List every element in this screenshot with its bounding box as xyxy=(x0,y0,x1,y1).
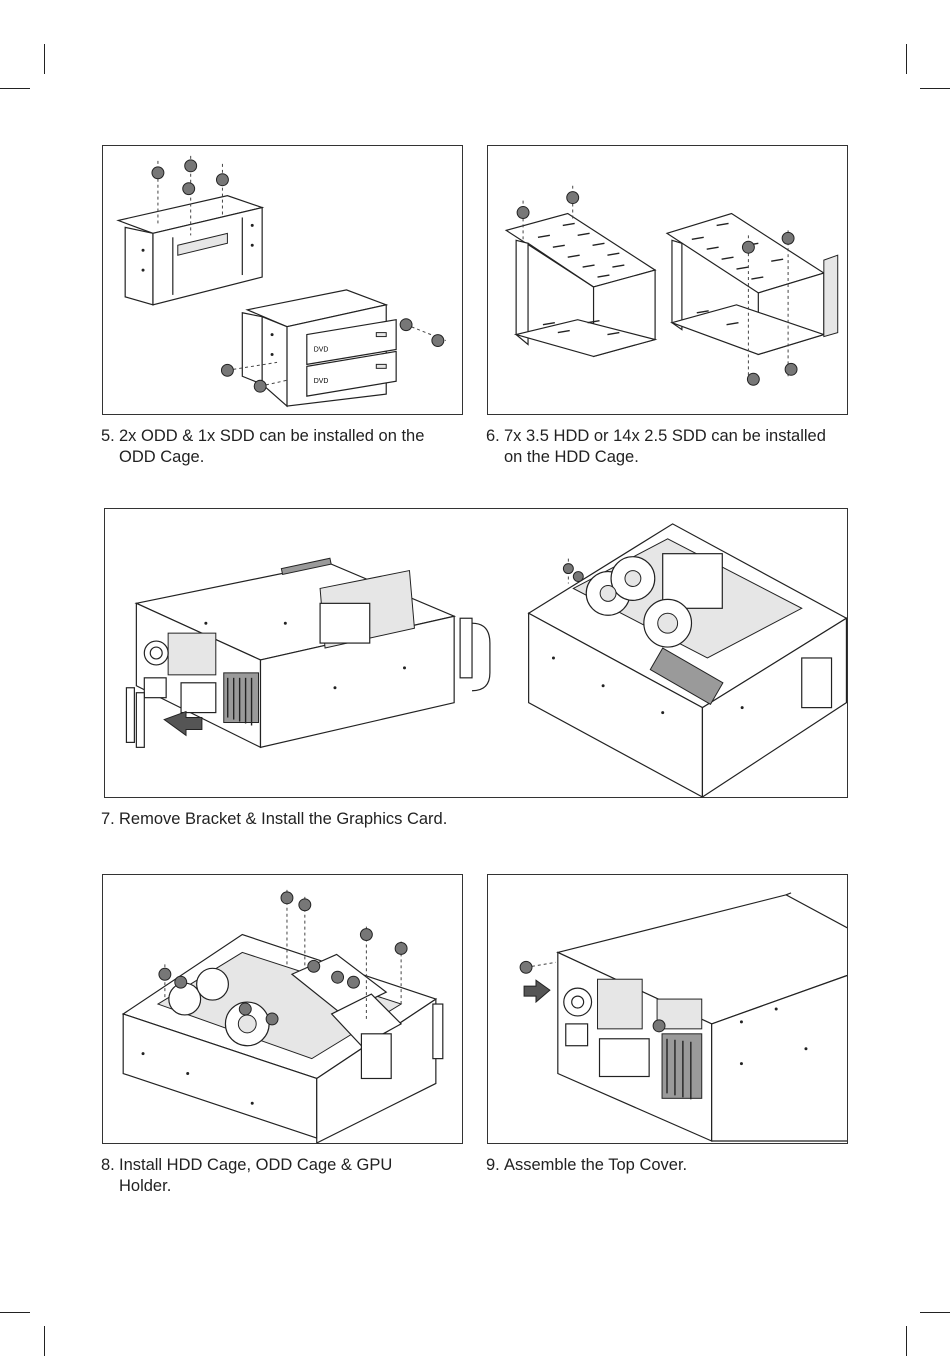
odd-top-label: DVD xyxy=(314,346,329,353)
crop-mark xyxy=(920,88,950,89)
step-8-number: 8. xyxy=(101,1155,119,1176)
step-6-line1: 7x 3.5 HDD or 14x 2.5 SDD can be install… xyxy=(504,427,826,445)
step-5-number: 5. xyxy=(101,426,119,447)
step-9-number: 9. xyxy=(486,1155,504,1176)
step-5-illustration: DVD DVD xyxy=(102,145,463,415)
step-7-number: 7. xyxy=(101,809,119,830)
crop-mark xyxy=(44,44,45,74)
step-6-illustration xyxy=(487,145,848,415)
top-cover-drawing xyxy=(488,875,847,1143)
step-8-caption: 8.Install HDD Cage, ODD Cage & GPU Holde… xyxy=(101,1155,466,1197)
crop-mark xyxy=(0,88,30,89)
crop-mark xyxy=(920,1312,950,1313)
step-8-line1: Install HDD Cage, ODD Cage & GPU xyxy=(119,1156,392,1174)
install-cages-drawing xyxy=(103,875,462,1143)
crop-mark xyxy=(44,1326,45,1356)
crop-mark xyxy=(906,1326,907,1356)
step-5-caption: 5.2x ODD & 1x SDD can be installed on th… xyxy=(101,426,466,468)
step-5-line2: ODD Cage. xyxy=(101,447,466,468)
odd-bottom-label: DVD xyxy=(314,378,329,385)
step-6-caption: 6.7x 3.5 HDD or 14x 2.5 SDD can be insta… xyxy=(486,426,866,468)
step-8-illustration xyxy=(102,874,463,1144)
step-7-caption: 7.Remove Bracket & Install the Graphics … xyxy=(101,809,701,830)
step-7-illustration xyxy=(104,508,848,798)
step-6-line2: on the HDD Cage. xyxy=(486,447,866,468)
step-9-line1: Assemble the Top Cover. xyxy=(504,1156,687,1174)
odd-cage-drawing: DVD DVD xyxy=(103,146,462,414)
chassis-graphics-card-drawing xyxy=(105,509,847,797)
step-7-line1: Remove Bracket & Install the Graphics Ca… xyxy=(119,810,447,828)
step-5-line1: 2x ODD & 1x SDD can be installed on the xyxy=(119,427,424,445)
step-9-illustration xyxy=(487,874,848,1144)
step-8-line2: Holder. xyxy=(101,1176,466,1197)
step-6-number: 6. xyxy=(486,426,504,447)
crop-mark xyxy=(906,44,907,74)
step-9-caption: 9.Assemble the Top Cover. xyxy=(486,1155,851,1176)
crop-mark xyxy=(0,1312,30,1313)
hdd-cage-drawing xyxy=(488,146,847,414)
